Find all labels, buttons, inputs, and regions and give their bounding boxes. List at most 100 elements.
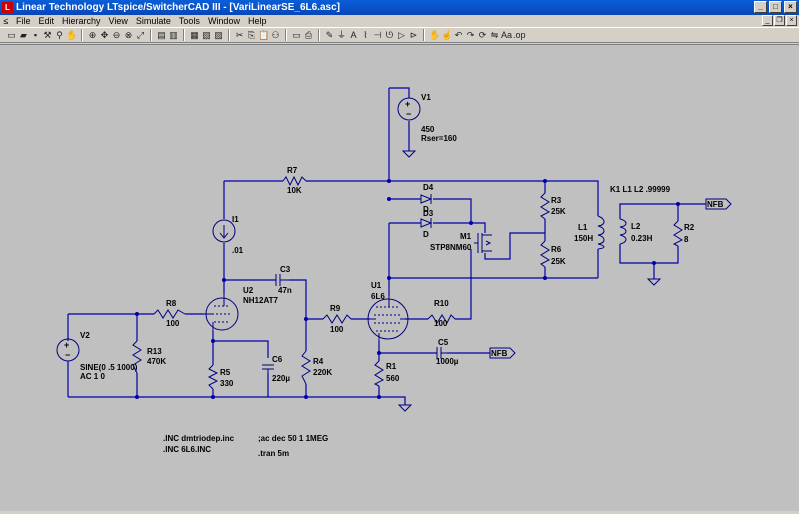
copy-icon[interactable]: ⎘ [247, 29, 256, 40]
capacitor-c5[interactable]: C5 1000µ [436, 338, 459, 366]
paste-icon[interactable]: 📋 [258, 29, 270, 40]
inductor-icon[interactable]: ᘎ [385, 29, 394, 40]
r6-name: R6 [551, 245, 562, 254]
schematic-drawing[interactable]: + − V1 450 Rser=160 + − V2 SINE(0 .5 100… [0, 45, 799, 511]
resistor-r13[interactable]: R13 470K [132, 340, 166, 374]
document-system-icon[interactable]: ≤ [3, 16, 9, 26]
menu-edit[interactable]: Edit [38, 16, 55, 26]
inductor-l1[interactable]: L1 150H [574, 215, 605, 250]
capacitor-c3[interactable]: C3 47n [275, 265, 292, 295]
resistor-r2[interactable]: R2 8 [672, 220, 695, 247]
menu-simulate[interactable]: Simulate [135, 16, 171, 26]
label-net-icon[interactable]: A [350, 29, 357, 40]
component-icon[interactable]: ⊳ [409, 29, 418, 40]
pan-icon[interactable]: ✥ [100, 29, 109, 40]
ground-icon[interactable]: ⏚ [336, 29, 346, 40]
resistor-r8[interactable]: R8 100 [153, 299, 186, 328]
net-label-nfb-out[interactable]: NFB [705, 198, 732, 210]
minimize-button[interactable]: _ [754, 1, 767, 13]
diode-d4[interactable]: D4 D [420, 183, 434, 214]
resistor-r5[interactable]: R5 330 [207, 364, 234, 390]
resistor-r4[interactable]: R4 220K [301, 350, 332, 385]
menu-file[interactable]: File [16, 16, 31, 26]
diode-icon[interactable]: ▷ [398, 29, 405, 40]
voltage-source-v2[interactable]: + − V2 SINE(0 .5 1000) AC 1 0 [56, 331, 138, 381]
resistor-r3[interactable]: R3 25K [540, 192, 566, 220]
resistor-r1[interactable]: R1 560 [373, 360, 400, 387]
resistor-r7[interactable]: R7 10K [282, 166, 307, 195]
text-icon[interactable]: Aa [501, 29, 513, 40]
pentode-u1[interactable]: U1 6L6 [367, 281, 409, 341]
coupling-directive[interactable]: K1 L1 L2 .99999 [610, 185, 671, 194]
ac-comment[interactable]: ;ac dec 50 1 1MEG [258, 434, 328, 443]
resistor-r9[interactable]: R9 100 [322, 304, 352, 334]
doc-close-button[interactable]: × [786, 15, 797, 26]
r13-value: 470K [147, 357, 166, 366]
resistor-r6[interactable]: R6 25K [540, 240, 566, 268]
undo-icon[interactable]: ↶ [454, 29, 463, 40]
doc-minimize-button[interactable]: _ [762, 15, 773, 26]
net-label-nfb-in[interactable]: NFB [489, 347, 516, 359]
open-icon[interactable]: ▰ [20, 29, 27, 40]
mosfet-m1[interactable]: M1 STP8NM60 [430, 232, 492, 253]
control-panel-icon[interactable]: ⚒ [43, 29, 52, 40]
v1-value: 450 [421, 125, 435, 134]
zoom-fit-icon[interactable]: ⊗ [124, 29, 133, 40]
capacitor-icon[interactable]: ⊣ [373, 29, 382, 40]
mirror-icon[interactable]: ⇋ [490, 29, 499, 40]
menu-tools[interactable]: Tools [178, 16, 200, 26]
triode-u2[interactable]: U2 NH12AT7 [204, 286, 279, 331]
svg-text:+: + [405, 99, 410, 109]
diode-d3[interactable]: D3 D [420, 209, 434, 239]
maximize-button[interactable]: □ [769, 1, 782, 13]
doc-restore-button[interactable]: ❐ [774, 15, 785, 26]
i1-name: I1 [232, 215, 239, 224]
resistor-r10[interactable]: R10 100 [427, 299, 456, 328]
inc-directive-2[interactable]: .INC 6L6.INC [163, 445, 211, 454]
zoom-in-icon[interactable]: ⊕ [88, 29, 97, 40]
autoscale-icon[interactable]: ⤢ [136, 29, 145, 40]
cascade-icon[interactable]: ▥ [169, 29, 178, 40]
current-source-i1[interactable]: I1 .01 [212, 215, 244, 255]
print-preview-icon[interactable]: ▭ [292, 29, 301, 40]
m1-name: M1 [460, 232, 472, 241]
voltage-source-v1[interactable]: + − V1 450 Rser=160 [397, 93, 457, 143]
drag-icon[interactable]: ☝ [441, 29, 453, 40]
r5-name: R5 [220, 368, 231, 377]
spice-directive-icon[interactable]: .op [513, 29, 526, 40]
menu-hierarchy[interactable]: Hierarchy [62, 16, 101, 26]
tran-directive[interactable]: .tran 5m [258, 449, 289, 458]
move-icon[interactable]: ✋ [429, 29, 441, 40]
inductor-l2[interactable]: L2 0.23H [619, 218, 653, 245]
print-icon[interactable]: ⎙ [304, 29, 313, 40]
cut-icon[interactable]: ✂ [235, 29, 244, 40]
inc-directive-1[interactable]: .INC dmtriodep.inc [163, 434, 235, 443]
menu-view[interactable]: View [108, 16, 128, 26]
close-button[interactable]: × [784, 1, 797, 13]
capacitor-c6[interactable]: C6 220µ [262, 355, 290, 383]
new-schematic-icon[interactable]: ▭ [7, 29, 16, 40]
r3-value: 25K [551, 207, 566, 216]
save-icon[interactable]: ▪ [33, 29, 38, 40]
resistor-icon[interactable]: ⌇ [363, 29, 368, 40]
rotate-icon[interactable]: ⟳ [478, 29, 487, 40]
ltspice-app-icon: L [2, 2, 13, 13]
run-icon[interactable]: ⚲ [56, 29, 63, 40]
menu-window[interactable]: Window [207, 16, 240, 26]
toolbar: ▭ ▰ ▪ ⚒ ⚲ ✋ ⊕ ✥ ⊖ ⊗ ⤢ ▤ ▥ ▦ ▧ ▨ ✂ ⎘ 📋 ⚇ … [0, 27, 799, 43]
redo-icon[interactable]: ↷ [466, 29, 475, 40]
toolbar-separator [150, 29, 152, 41]
window-title: Linear Technology LTspice/SwitcherCAD II… [16, 2, 340, 13]
r5-value: 330 [220, 379, 234, 388]
menu-help[interactable]: Help [247, 16, 267, 26]
zoom-out-icon[interactable]: ⊖ [112, 29, 121, 40]
toolbar-separator [285, 29, 287, 41]
draw-wire-icon[interactable]: ✎ [325, 29, 334, 40]
find-icon[interactable]: ⚇ [271, 29, 280, 40]
window-list-icon[interactable]: ▧ [202, 29, 211, 40]
halt-icon[interactable]: ✋ [66, 29, 78, 40]
schematic-canvas[interactable]: + − V1 450 Rser=160 + − V2 SINE(0 .5 100… [0, 44, 799, 511]
close-all-icon[interactable]: ▦ [190, 29, 199, 40]
tile-icon[interactable]: ▤ [157, 29, 166, 40]
arrange-icon[interactable]: ▨ [214, 29, 223, 40]
